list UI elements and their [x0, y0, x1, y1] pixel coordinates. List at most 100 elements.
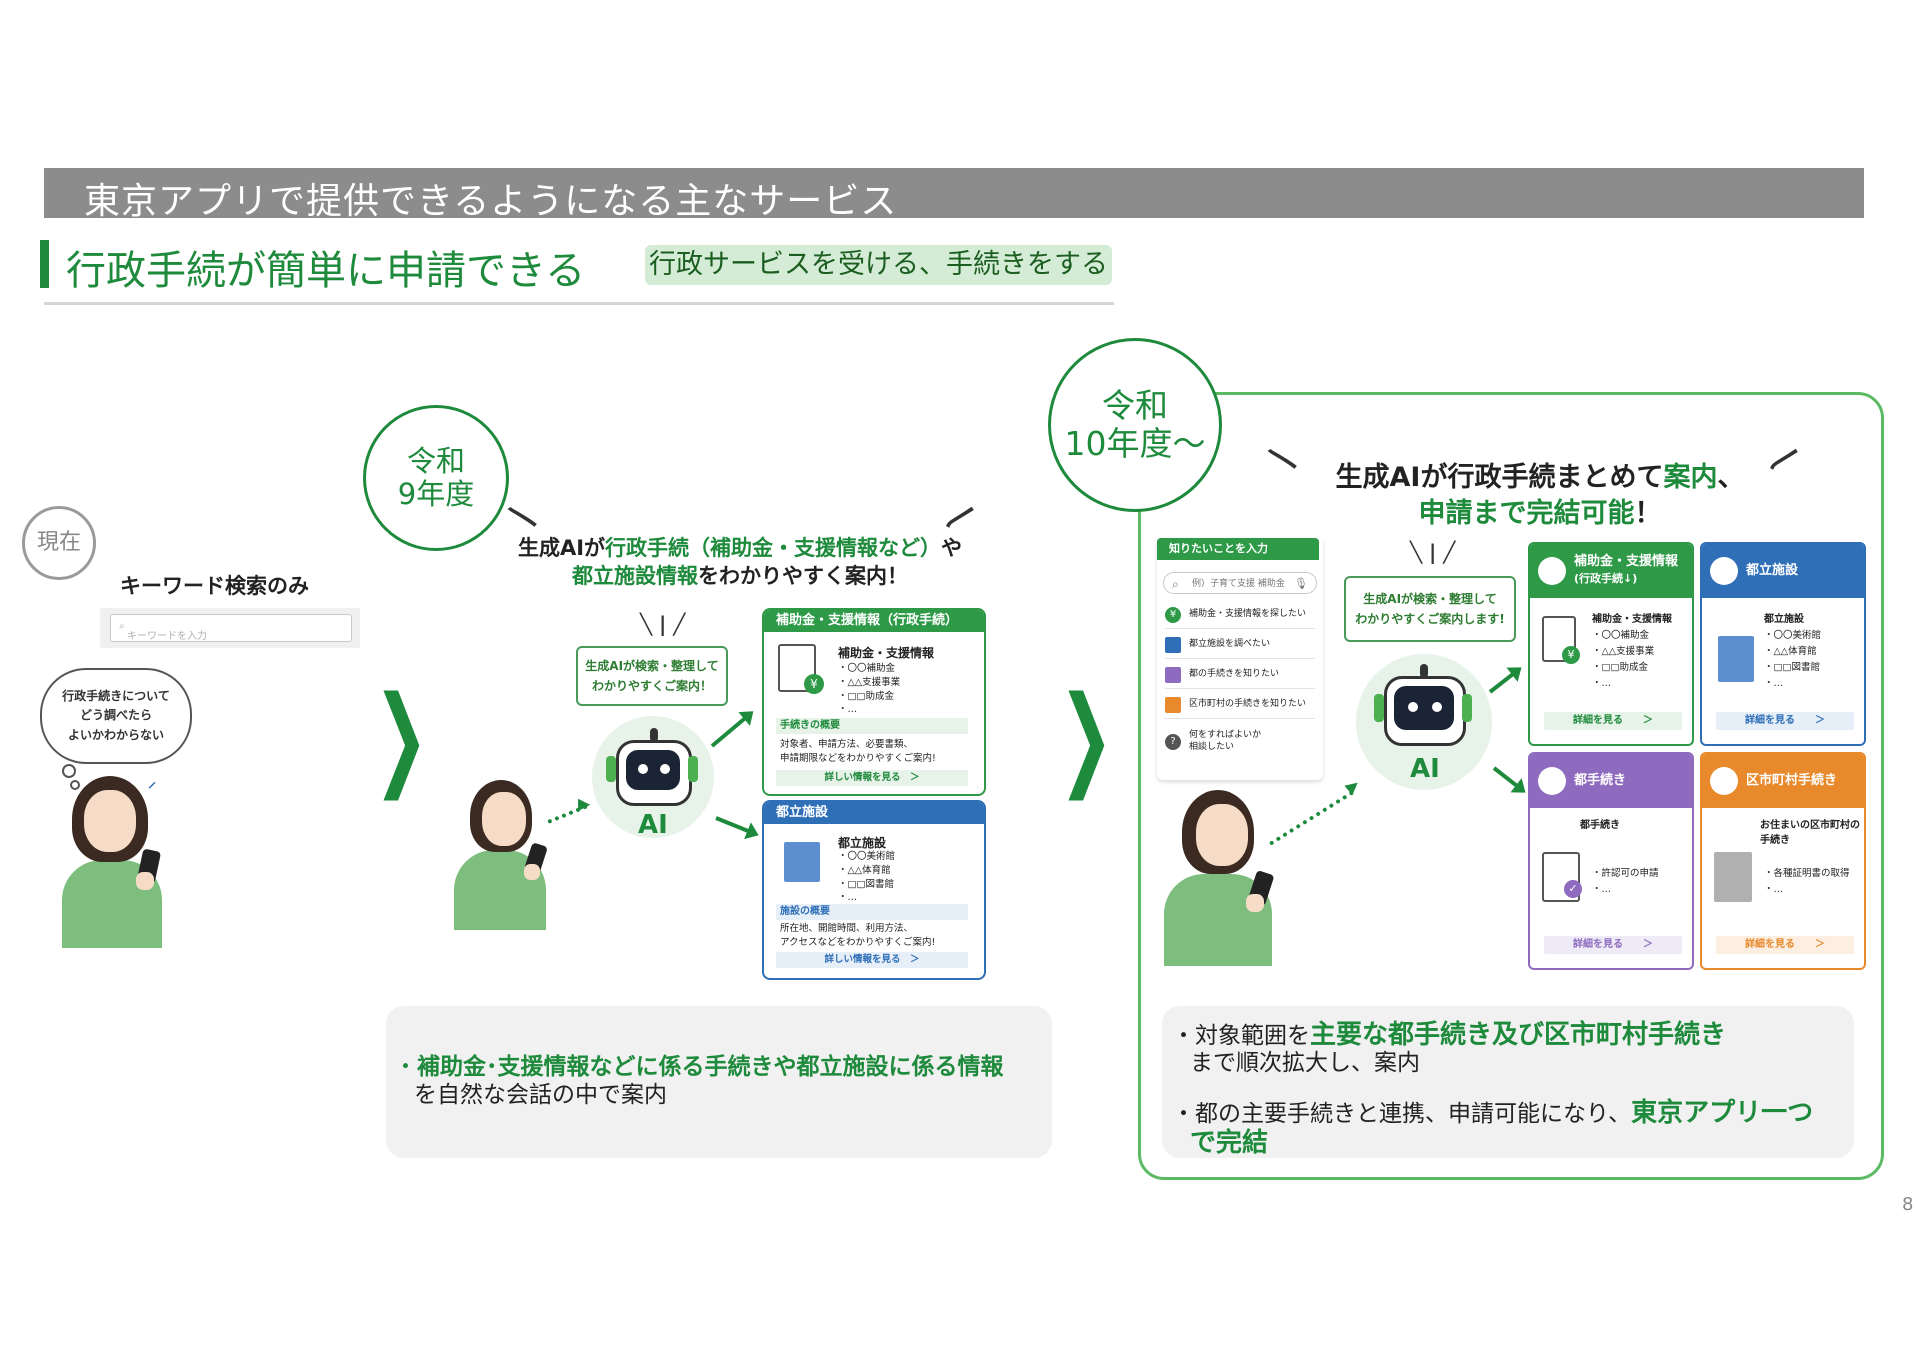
- r9-headline-highlight: 都立施設情報: [572, 564, 698, 589]
- r9-summary-box: ・補助金･支援情報などに係る手続きや都立施設に係る情報 を自然な会話の中で案内: [386, 1006, 1052, 1158]
- card-items: ・各種証明書の取得 ・…: [1764, 866, 1850, 898]
- option-municipal-procedure[interactable]: 区市町村の手続きを知りたい: [1165, 692, 1315, 719]
- spark-mark: ╲ | ╱: [1410, 540, 1456, 564]
- r9-card-subsidy-title: 補助金・支援情報: [838, 646, 935, 660]
- r9-headline-part: 生成AIが: [517, 536, 606, 560]
- r10-card-metro-procedure[interactable]: 都手続き ✓ 都手続き ・許認可の申請 ・… 詳細を見る ＞: [1528, 752, 1694, 970]
- list-item: ・〇〇補助金: [838, 663, 896, 674]
- person-with-phone-illustration: [1162, 790, 1278, 966]
- r9-ai-robot-icon: AI: [606, 728, 698, 840]
- r9-card-subsidy-header: 補助金・支援情報（行政手続）: [764, 610, 984, 632]
- r9-speech-bubble: 生成AIが検索・整理して わかりやすくご案内！: [576, 646, 728, 706]
- card-title: 都手続き: [1580, 820, 1620, 831]
- r9-card-subsidy[interactable]: 補助金・支援情報（行政手続） ¥ 補助金・支援情報 ・〇〇補助金 ・△△支援事業…: [762, 608, 986, 796]
- list-item: ・△△支援事業: [1592, 646, 1655, 658]
- r10-search-input[interactable]: ⌕ 例）子育て支援 補助金 🎙: [1163, 572, 1317, 594]
- summary-highlight: 主要な都手続き及び区市町村手続き: [1310, 1020, 1727, 1050]
- question-icon: ?: [1165, 734, 1181, 750]
- card-title-line: お住まいの区市町村の: [1760, 820, 1860, 831]
- arrow-down-right: [715, 816, 754, 835]
- list-item: ・…: [1764, 884, 1784, 896]
- r9-card-subsidy-strip: 手続きの概要: [776, 718, 968, 734]
- card-header-line: (行政手続↓): [1574, 572, 1638, 585]
- list-item: ・△△支援事業: [838, 676, 901, 688]
- option-consult[interactable]: ? 何をすればよいか相談したい: [1165, 724, 1315, 760]
- desc-line: 所在地、開館時間、利用方法、: [780, 923, 914, 934]
- details-button[interactable]: 詳細を見る ＞: [1716, 712, 1854, 730]
- summary-text: まで順次拡大し、案内: [1190, 1050, 1420, 1076]
- person-with-phone-illustration: [452, 780, 552, 930]
- keyword-search-label: キーワード検索のみ: [120, 574, 309, 598]
- r10-headline-part: 生成AIが行政手続まとめて: [1335, 462, 1664, 493]
- speech-line: わかりやすくご案内します!: [1355, 612, 1505, 626]
- option-subsidy[interactable]: ¥補助金・支援情報を探したい: [1165, 602, 1315, 629]
- section-tag: 行政サービスを受ける、手続きをする: [645, 245, 1112, 285]
- r9-card-subsidy-desc: 対象者、申請方法、必要書類、 申請期限などをわかりやすくご案内!: [780, 738, 936, 766]
- r9-summary-highlight: 補助金･支援情報などに係る手続きや都立施設に係る情報: [417, 1054, 1004, 1080]
- building-icon: [1714, 852, 1752, 902]
- r10-card-municipal-procedure[interactable]: 区市町村手続き お住まいの区市町村の手続き ・各種証明書の取得 ・… 詳細を見る…: [1700, 752, 1866, 970]
- thought-line: どう調べたら: [79, 708, 152, 723]
- thought-dot: [62, 764, 76, 778]
- r9-card-facility-header: 都立施設: [764, 802, 984, 824]
- details-button[interactable]: 詳細を見る ＞: [1544, 936, 1682, 954]
- r10-summary-2: ・都の主要手続きと連携、申請可能になり、東京アプリ一つ: [1172, 1098, 1813, 1129]
- summary-highlight: で完結: [1190, 1128, 1269, 1158]
- chevron-right-icon: ❯: [1058, 672, 1114, 800]
- option-label: 区市町村の手続きを知りたい: [1189, 699, 1307, 710]
- r9-summary-line2: を自然な会話の中で案内: [414, 1082, 667, 1108]
- section-marker: [40, 240, 49, 288]
- check-icon: ✓: [1564, 880, 1582, 898]
- building-icon: [1165, 637, 1181, 653]
- yen-icon: ¥: [804, 674, 824, 694]
- r9-card-facility-title: 都立施設: [838, 836, 887, 850]
- r10-headline: 生成AIが行政手続まとめて案内、 申請まで完結可能！: [1320, 460, 1760, 533]
- r10-card-facility[interactable]: 都立施設 都立施設 ・〇〇美術館 ・△△体育館 ・□□図書館 ・… 詳細を見る …: [1700, 542, 1866, 746]
- keyword-search-input[interactable]: ⌕ キーワードを入力: [110, 614, 352, 642]
- microphone-icon: 🎙: [1294, 577, 1308, 590]
- banner-title: 東京アプリで提供できるようになる主なサービス: [84, 181, 898, 222]
- details-button[interactable]: 詳細を見る ＞: [1716, 936, 1854, 954]
- list-item: ・□□図書館: [838, 878, 894, 890]
- r10-card-subsidy[interactable]: 補助金・支援情報(行政手続↓) ¥ 補助金・支援情報 ・〇〇補助金 ・△△支援事…: [1528, 542, 1694, 746]
- card-header-line: 都手続き: [1574, 772, 1627, 788]
- building-icon: [1710, 557, 1738, 585]
- dotted-arrow-head: ▶: [578, 794, 591, 813]
- details-button[interactable]: 詳細を見る ＞: [1544, 712, 1682, 730]
- sweat-mark: ⸝: [148, 772, 157, 791]
- list-item: ・△△体育館: [1764, 646, 1817, 658]
- list-item: ・□□助成金: [1592, 662, 1648, 674]
- thought-line: よいかわからない: [67, 727, 164, 742]
- r9-card-facility-link[interactable]: 詳しい情報を見る ＞: [776, 952, 968, 968]
- government-icon: [1165, 667, 1181, 683]
- arrow-up-right: [710, 713, 751, 748]
- list-item: ・△△体育館: [838, 864, 891, 876]
- checklist-icon: [1538, 557, 1566, 585]
- search-placeholder-text: キーワードを入力: [127, 631, 207, 642]
- r10-ai-robot-icon: AI: [1374, 664, 1472, 784]
- list-item: ・〇〇補助金: [1592, 630, 1650, 641]
- card-items: ・〇〇美術館 ・△△体育館 ・□□図書館 ・…: [1764, 628, 1821, 693]
- search-icon: ⌕: [1172, 577, 1179, 591]
- r9-summary-line1: ・補助金･支援情報などに係る手続きや都立施設に係る情報: [394, 1054, 1004, 1082]
- desc-line: 対象者、申請方法、必要書類、: [780, 739, 914, 750]
- government-icon: [1538, 767, 1566, 795]
- badge-r9-line1: 令和: [406, 443, 465, 478]
- list-item: ・…: [1592, 678, 1612, 690]
- r10-headline-part: 、: [1717, 462, 1745, 493]
- r9-ai-label: AI: [638, 810, 668, 840]
- r10-summary-1: ・対象範囲を主要な都手続き及び区市町村手続き: [1172, 1020, 1726, 1051]
- option-metro-procedure[interactable]: 都の手続きを知りたい: [1165, 662, 1315, 689]
- card-title: お住まいの区市町村の手続き: [1760, 818, 1860, 848]
- section-title: 行政手続が簡単に申請できる: [66, 248, 586, 294]
- badge-r10-line2: 10年度～: [1064, 424, 1206, 463]
- card-title: 補助金・支援情報: [1592, 614, 1672, 625]
- option-facility[interactable]: 都立施設を調べたい: [1165, 632, 1315, 659]
- card-header-line: 区市町村手続き: [1746, 772, 1838, 788]
- office-icon: [1165, 697, 1181, 713]
- option-label-multiline: 何をすればよいか相談したい: [1189, 730, 1261, 753]
- r10-headline-highlight: 申請まで完結可能: [1418, 498, 1635, 530]
- r9-card-subsidy-link[interactable]: 詳しい情報を見る ＞: [776, 770, 968, 786]
- card-title: 都立施設: [1764, 614, 1804, 625]
- r9-card-facility[interactable]: 都立施設 都立施設 ・〇〇美術館 ・△△体育館 ・□□図書館 ・… 施設の概要 …: [762, 800, 986, 980]
